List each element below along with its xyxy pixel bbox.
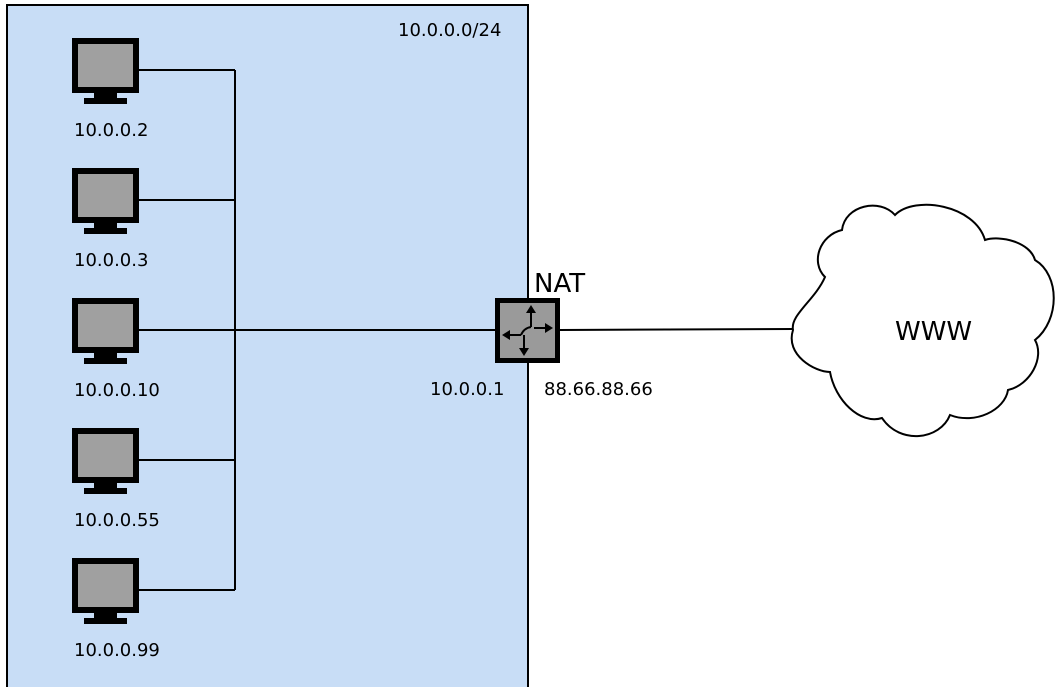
host-10-0-0-55 <box>72 428 139 494</box>
router-title: NAT <box>534 269 585 299</box>
internet-label: WWW <box>895 317 972 347</box>
host-10-0-0-3 <box>72 168 139 234</box>
computer-monitor-icon <box>72 428 139 494</box>
computer-monitor-icon <box>72 558 139 624</box>
lan-wiring <box>139 69 794 591</box>
computer-monitor-icon <box>72 168 139 234</box>
host-10-0-0-2 <box>72 38 139 104</box>
host-10-0-0-10 <box>72 298 139 364</box>
subnet-label: 10.0.0.0/24 <box>398 20 501 41</box>
cloud-icon <box>790 203 1055 437</box>
router-outside-ip: 88.66.88.66 <box>544 379 653 400</box>
computer-monitor-icon <box>72 38 139 104</box>
router-arrows-icon <box>495 298 560 363</box>
computer-monitor-icon <box>72 298 139 364</box>
host-ip-label: 10.0.0.3 <box>74 250 148 271</box>
wan-link <box>559 328 794 331</box>
host-10-0-0-99 <box>72 558 139 624</box>
host-ip-label: 10.0.0.55 <box>74 510 160 531</box>
host-ip-label: 10.0.0.2 <box>74 120 148 141</box>
router-inside-ip: 10.0.0.1 <box>430 379 504 400</box>
host-ip-label: 10.0.0.10 <box>74 380 160 401</box>
host-ip-label: 10.0.0.99 <box>74 640 160 661</box>
